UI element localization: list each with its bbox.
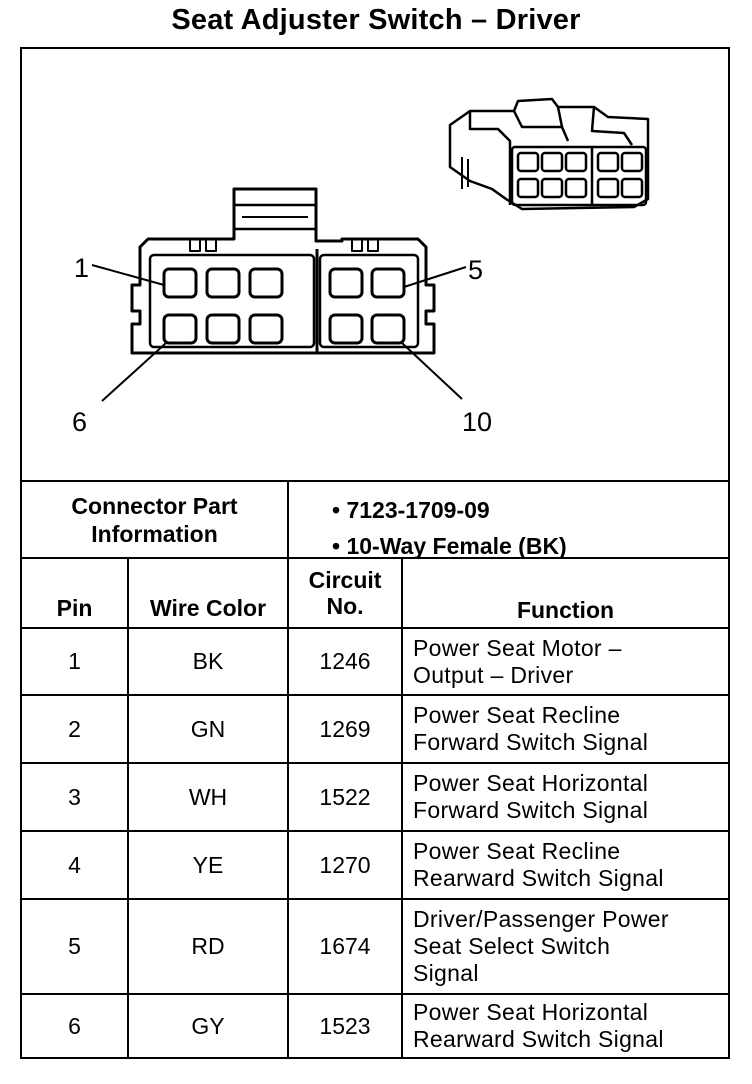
connector-info-label-cell: Connector Part Information: [22, 482, 287, 557]
cavity-1: [162, 267, 198, 299]
row-5-pin: 5: [68, 933, 81, 959]
connector-info-label: Connector Part Information: [71, 492, 238, 547]
row-3-pin: 3: [68, 783, 81, 810]
cavity-8: [248, 313, 284, 345]
row-1-circuit: 1246: [319, 648, 371, 674]
cavity-2: [205, 267, 241, 299]
row-2-wire-color: GN: [190, 715, 226, 742]
connector-iso-sketch: [448, 97, 650, 211]
leader-pin-5: [403, 266, 467, 288]
connector-info-item: • 10-Way Female (BK): [332, 533, 567, 559]
row-2-circuit: 1269: [319, 715, 371, 742]
header-wire-color: Wire Color: [149, 595, 267, 621]
row-3-wire-color: WH: [188, 783, 228, 810]
leader-pin-6: [101, 342, 167, 402]
housing-right: [318, 253, 420, 349]
header-pin: Pin: [56, 595, 93, 621]
row-4-circuit: 1270: [319, 851, 371, 878]
leader-pin-1: [91, 264, 165, 286]
latch: [232, 203, 318, 231]
connector-sheet: 1 5 6 10 Connector Part Information • 71…: [20, 47, 730, 1059]
connector-info-item: • 7123-1709-09: [332, 497, 490, 523]
row-1-function: Power Seat Motor –Output – Driver: [413, 634, 622, 688]
cavity-9: [328, 313, 364, 345]
leader-pin-10: [401, 342, 463, 400]
housing-left: [148, 253, 316, 349]
cavity-7: [205, 313, 241, 345]
page-title: Seat Adjuster Switch – Driver: [171, 4, 581, 36]
pin-label-1: 1: [74, 253, 89, 283]
pin-label-10: 10: [462, 407, 492, 437]
connector-info-list: • 7123-1709-09 • 10-Way Female (BK): [332, 492, 567, 564]
row-1-pin: 1: [68, 648, 81, 674]
row-5-circuit: 1674: [319, 933, 371, 959]
row-5-wire-color: RD: [191, 933, 225, 959]
connector-outline: [130, 187, 436, 355]
header-function: Function: [516, 597, 615, 623]
row-3-circuit: 1522: [319, 783, 371, 810]
cavity-3: [248, 267, 284, 299]
cavity-4: [328, 267, 364, 299]
row-6-circuit: 1523: [319, 1012, 371, 1039]
cavity-5: [370, 267, 406, 299]
header-circuit: Circuit No.: [308, 567, 382, 619]
row-4-wire-color: YE: [192, 851, 224, 878]
cavity-6: [162, 313, 198, 345]
row-2-pin: 2: [68, 715, 81, 742]
pin-label-6: 6: [72, 407, 87, 437]
row-1-wire-color: BK: [192, 648, 224, 674]
row-6-wire-color: GY: [191, 1012, 225, 1039]
row-6-pin: 6: [68, 1012, 81, 1039]
cavity-10: [370, 313, 406, 345]
pin-label-5: 5: [468, 255, 483, 285]
row-4-pin: 4: [68, 851, 81, 878]
connector-diagram: 1 5 6 10: [72, 97, 650, 437]
